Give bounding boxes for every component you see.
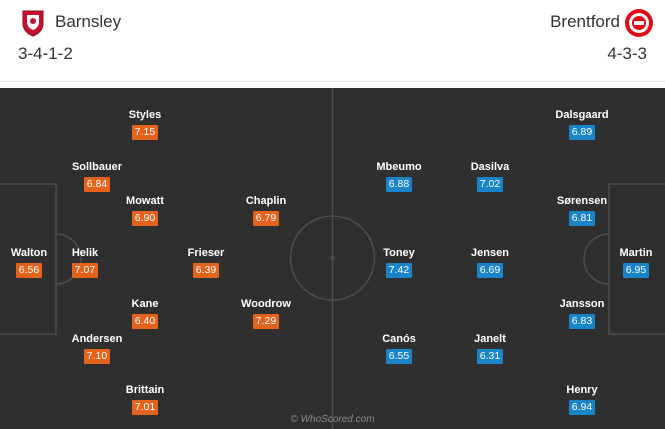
- player-name: Dalsgaard: [555, 109, 609, 121]
- player-name: Jensen: [471, 247, 509, 259]
- player-rating: 6.79: [252, 211, 280, 226]
- away-player-mbeumo[interactable]: Mbeumo 6.88: [364, 160, 434, 192]
- home-formation: 3-4-1-2: [18, 44, 73, 63]
- player-rating: 6.56: [15, 263, 43, 278]
- player-rating: 6.94: [568, 400, 596, 415]
- player-rating: 6.83: [568, 314, 596, 329]
- brentford-crest-icon: [625, 9, 653, 37]
- player-rating: 6.88: [385, 177, 413, 192]
- home-player-frieser[interactable]: Frieser 6.39: [171, 246, 241, 278]
- pitch-markings: [0, 88, 665, 429]
- player-rating: 6.39: [192, 263, 220, 278]
- player-name: Frieser: [187, 247, 225, 259]
- away-player-martin[interactable]: Martin 6.95: [601, 246, 665, 278]
- player-name: Andersen: [71, 333, 123, 345]
- home-player-woodrow[interactable]: Woodrow 7.29: [231, 297, 301, 329]
- player-rating: 6.84: [83, 177, 111, 192]
- home-player-sollbauer[interactable]: Sollbauer 6.84: [62, 160, 132, 192]
- away-player-canos[interactable]: Canós 6.55: [364, 332, 434, 364]
- player-name: Martin: [619, 247, 653, 259]
- player-rating: 6.55: [385, 349, 413, 364]
- player-name: Dasilva: [470, 161, 510, 173]
- barnsley-crest-icon: [22, 10, 44, 37]
- player-name: Chaplin: [245, 195, 287, 207]
- away-team-name: Brentford: [550, 12, 620, 31]
- player-rating: 7.02: [476, 177, 504, 192]
- player-name: Walton: [10, 247, 48, 259]
- player-name: Kane: [131, 298, 159, 310]
- player-name: Canós: [382, 333, 416, 345]
- player-rating: 6.69: [476, 263, 504, 278]
- player-rating: 7.15: [131, 125, 159, 140]
- player-rating: 6.81: [568, 211, 596, 226]
- player-name: Styles: [128, 109, 162, 121]
- away-player-jansson[interactable]: Jansson 6.83: [547, 297, 617, 329]
- player-rating: 6.89: [568, 125, 596, 140]
- player-rating: 7.42: [385, 263, 413, 278]
- player-name: Henry: [566, 384, 598, 396]
- player-name: Janelt: [474, 333, 506, 345]
- away-player-janelt[interactable]: Janelt 6.31: [455, 332, 525, 364]
- player-name: Helik: [71, 247, 99, 259]
- away-formation: 4-3-3: [607, 44, 647, 63]
- away-player-henry[interactable]: Henry 6.94: [547, 383, 617, 415]
- player-name: Mowatt: [126, 195, 164, 207]
- home-player-mowatt[interactable]: Mowatt 6.90: [110, 194, 180, 226]
- player-name: Jansson: [559, 298, 605, 310]
- away-player-sorensen[interactable]: Sørensen 6.81: [547, 194, 617, 226]
- player-rating: 6.31: [476, 349, 504, 364]
- away-player-jensen[interactable]: Jensen 6.69: [455, 246, 525, 278]
- home-player-chaplin[interactable]: Chaplin 6.79: [231, 194, 301, 226]
- player-name: Sollbauer: [71, 161, 123, 173]
- player-name: Woodrow: [241, 298, 291, 310]
- away-player-dalsgaard[interactable]: Dalsgaard 6.89: [547, 108, 617, 140]
- home-player-andersen[interactable]: Andersen 7.10: [62, 332, 132, 364]
- player-rating: 6.95: [622, 263, 650, 278]
- player-rating: 6.40: [131, 314, 159, 329]
- player-name: Mbeumo: [376, 161, 422, 173]
- home-team-name: Barnsley: [55, 12, 122, 31]
- player-name: Sørensen: [556, 195, 608, 207]
- away-player-dasilva[interactable]: Dasilva 7.02: [455, 160, 525, 192]
- player-name: Toney: [383, 247, 415, 259]
- whoscored-credit: © WhoScored.com: [290, 414, 375, 425]
- lineup-header: Barnsley 3-4-1-2 Brentford 4-3-3: [0, 0, 665, 82]
- home-player-walton[interactable]: Walton 6.56: [0, 246, 64, 278]
- player-rating: 7.07: [71, 263, 99, 278]
- player-name: Brittain: [125, 384, 165, 396]
- player-rating: 7.29: [252, 314, 280, 329]
- home-player-styles[interactable]: Styles 7.15: [110, 108, 180, 140]
- home-player-brittain[interactable]: Brittain 7.01: [110, 383, 180, 415]
- home-player-kane[interactable]: Kane 6.40: [110, 297, 180, 329]
- pitch: Walton 6.56 Sollbauer 6.84 Helik 7.07 An…: [0, 88, 665, 429]
- player-rating: 7.10: [83, 349, 111, 364]
- home-player-helik[interactable]: Helik 7.07: [50, 246, 120, 278]
- away-player-toney[interactable]: Toney 7.42: [364, 246, 434, 278]
- player-rating: 7.01: [131, 400, 159, 415]
- player-rating: 6.90: [131, 211, 159, 226]
